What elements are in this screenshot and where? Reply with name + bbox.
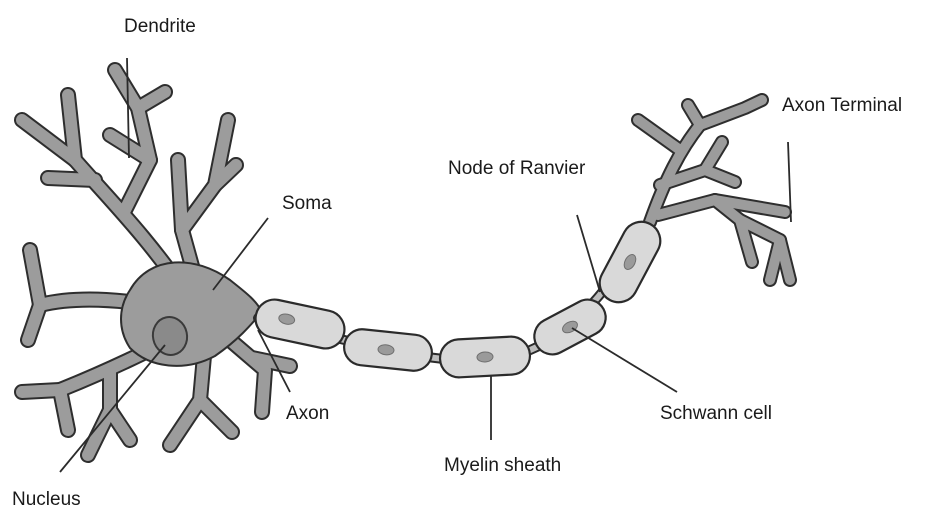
myelin-sheath-label: Myelin sheath [444,456,561,475]
schwann-cell [528,293,612,360]
node-of-ranvier-leader [577,215,600,292]
schwann-cell-leader [572,328,677,392]
soma-leader [213,218,268,290]
nucleus-label: Nucleus [12,490,81,509]
axon-terminal-label: Axon Terminal [782,96,902,115]
schwann-cell-label: Schwann cell [660,404,772,423]
dendrites [22,70,290,455]
axon-label: Axon [286,404,329,423]
dendrite-label: Dendrite [124,17,196,36]
node-of-ranvier-label: Node of Ranvier [448,159,585,178]
schwann-cell [252,296,348,352]
schwann-cell [593,215,667,309]
schwann-cell [342,327,433,372]
schwann-cell [439,336,531,379]
axon-terminal [638,100,790,280]
soma-label: Soma [282,194,332,213]
myelin-sheath [252,215,667,378]
